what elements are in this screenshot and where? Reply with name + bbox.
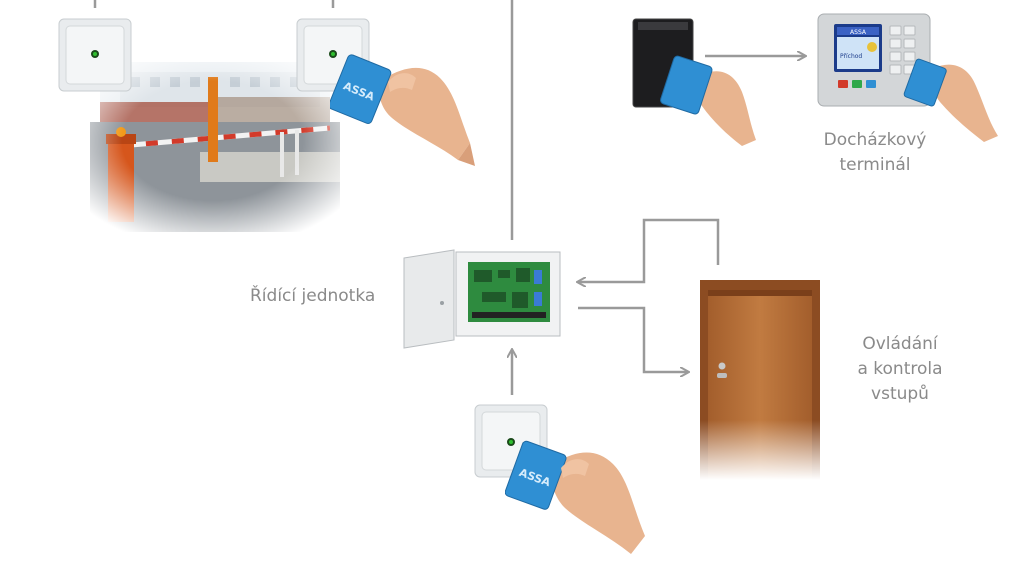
attendance-terminal-icon: ASSA Příchod	[817, 13, 998, 142]
access-control-label-line: vstupů	[871, 384, 929, 404]
attendance-terminal-label: Docházkový terminál	[800, 128, 950, 178]
access-control-label-line: a kontrola	[857, 359, 943, 379]
svg-text:Příchod: Příchod	[840, 53, 862, 60]
access-control-label: Ovládání a kontrola vstupů	[840, 332, 960, 407]
svg-text:ASSA: ASSA	[850, 29, 867, 36]
hand-holding-card-icon: ASSA	[505, 440, 645, 554]
wooden-door-icon	[700, 280, 820, 480]
wall-card-reader-icon	[58, 18, 132, 92]
access-control-label-line: Ovládání	[862, 334, 938, 354]
door-to-unit-arrow	[578, 218, 720, 282]
parking-barrier-icon	[80, 62, 345, 237]
control-cabinet-icon	[403, 249, 561, 349]
control-unit-label: Řídící jednotka	[250, 286, 376, 306]
attendance-terminal-label-line: Docházkový	[823, 130, 927, 150]
attendance-terminal-label-line: terminál	[839, 155, 911, 175]
unit-to-door-arrow	[578, 306, 688, 372]
hand-holding-card-icon: ASSA	[330, 54, 475, 166]
black-proximity-reader-icon	[632, 18, 756, 146]
